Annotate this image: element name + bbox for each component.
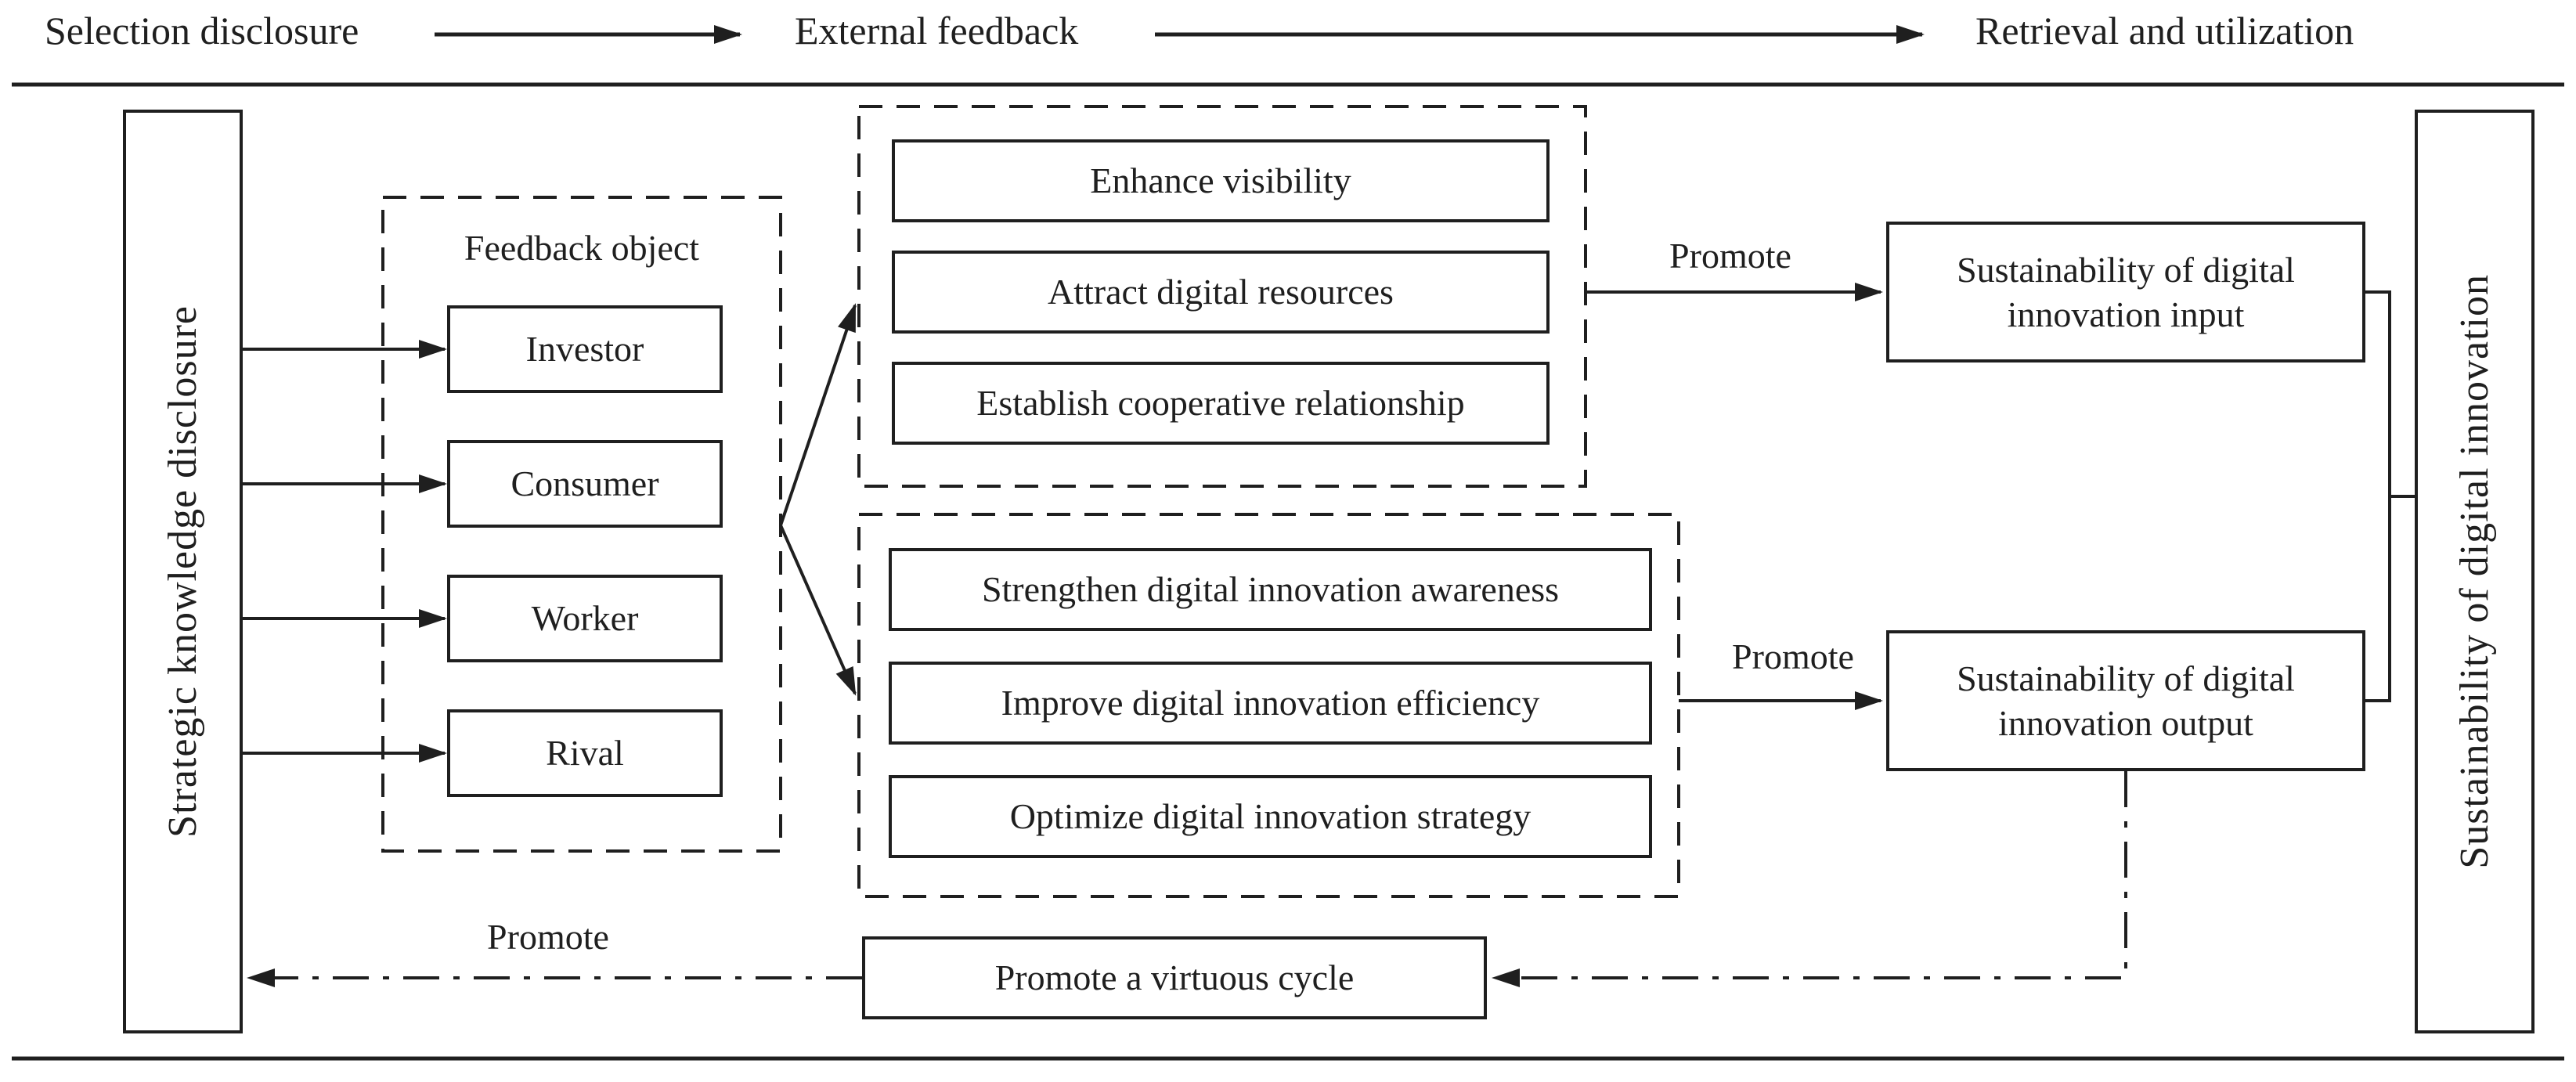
- header-stage-selection: Selection disclosure: [45, 9, 359, 52]
- strategic-disclosure-panel: Strategic knowledge disclosure: [123, 110, 243, 1033]
- sustainability-input-box: Sustainability of digital innovation inp…: [1886, 222, 2365, 362]
- feedback-item-rival: Rival: [447, 709, 723, 797]
- innovation-item-strategy: Optimize digital innovation strategy: [889, 775, 1652, 858]
- feedback-item-investor: Investor: [447, 305, 723, 393]
- feedback-item-consumer: Consumer: [447, 440, 723, 528]
- frame-rules: [12, 82, 2564, 1061]
- bracket-connector: [2365, 290, 2415, 702]
- resource-item-cooperative-relationship: Establish cooperative relationship: [892, 362, 1550, 445]
- feedback-object-title: Feedback object: [464, 228, 700, 268]
- innovation-item-efficiency: Improve digital innovation efficiency: [889, 662, 1652, 745]
- resource-group-border: [857, 105, 1587, 488]
- sustainability-panel-label: Sustainability of digital innovation: [2452, 274, 2497, 869]
- feedback-loop-dashdot: [247, 771, 2127, 987]
- feedback-fanout-arrows: [779, 303, 857, 696]
- virtuous-cycle-box: Promote a virtuous cycle: [862, 936, 1487, 1019]
- promote-label-bottom: Promote: [1732, 637, 1854, 676]
- arrow-to-resource-group: [779, 303, 857, 526]
- resource-item-enhance-visibility: Enhance visibility: [892, 139, 1550, 222]
- promote-label-cycle: Promote: [487, 917, 609, 957]
- innovation-item-awareness: Strengthen digital innovation awareness: [889, 548, 1652, 631]
- strategic-disclosure-label: Strategic knowledge disclosure: [161, 305, 205, 838]
- disclosure-to-feedback-arrows: [243, 340, 447, 763]
- header-stage-feedback: External feedback: [795, 9, 1079, 52]
- promote-label-top: Promote: [1669, 236, 1791, 276]
- sustainability-output-box: Sustainability of digital innovation out…: [1886, 630, 2365, 771]
- sustainability-panel: Sustainability of digital innovation: [2415, 110, 2535, 1033]
- promote-arrows: [1586, 283, 1883, 710]
- header-stage-retrieval: Retrieval and utilization: [1975, 9, 2354, 52]
- resource-item-attract-resources: Attract digital resources: [892, 251, 1550, 334]
- arrow-to-innovation-group: [779, 525, 857, 696]
- input-output-bracket: [2365, 290, 2391, 702]
- feedback-item-worker: Worker: [447, 575, 723, 662]
